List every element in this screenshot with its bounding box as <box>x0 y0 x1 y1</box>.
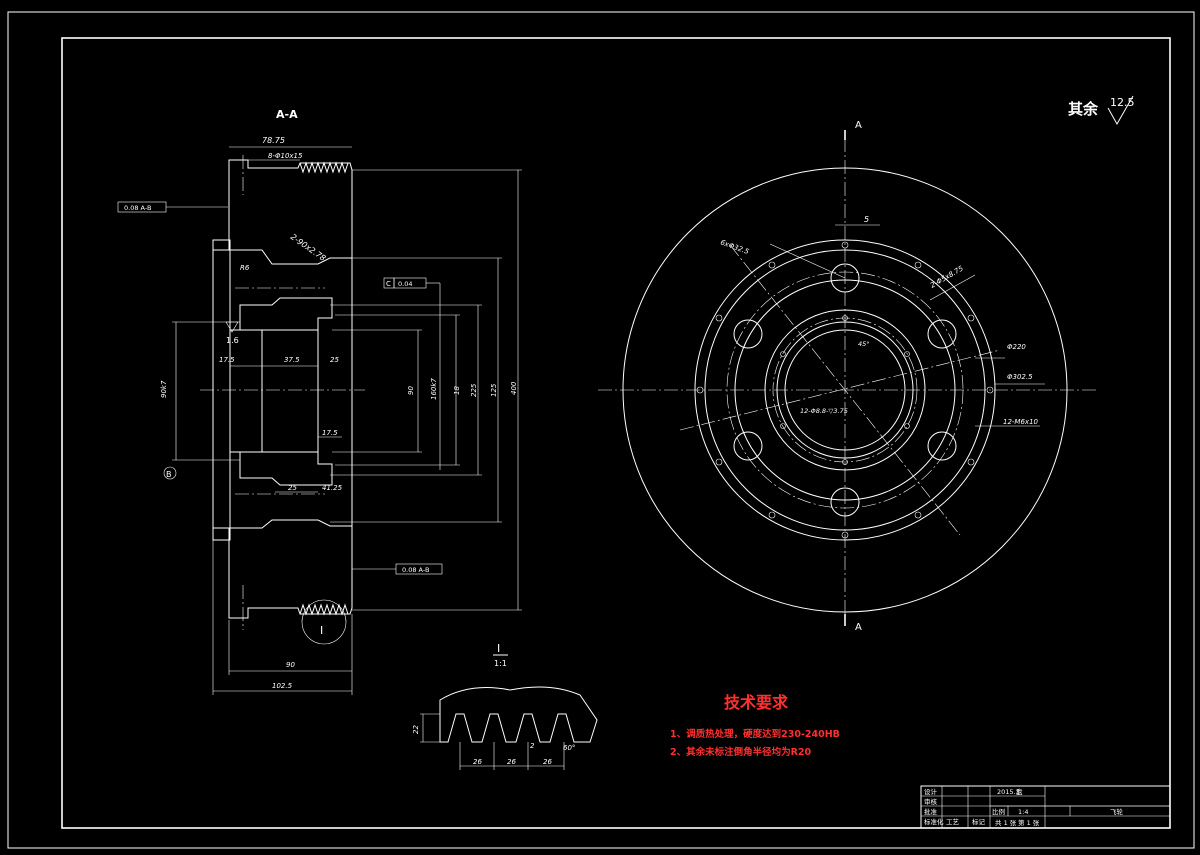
dim-25-bottom: 25 <box>288 484 297 492</box>
dim-rough-1-6: 1.6 <box>226 336 239 345</box>
section-a-bottom: A <box>855 622 862 633</box>
large-hole-5 <box>733 431 763 461</box>
roughness-value: 12.5 <box>1110 96 1135 109</box>
gear-teeth-top <box>299 161 349 174</box>
detail-dim-26c: 26 <box>543 758 552 766</box>
dim-5: 5 <box>864 215 869 224</box>
datum-b-label: B <box>166 470 172 479</box>
dim-w-102-5: 102.5 <box>272 682 293 690</box>
rough-1-6-symbol <box>225 321 239 333</box>
runout-bottom-text: 0.08 A-B <box>402 566 429 574</box>
runout-frame-bottom: 0.08 A-B <box>352 563 443 575</box>
lower-rim <box>228 519 353 619</box>
tech-requirements: 技术要求 1、调质热处理，硬度达到230-240HB 2、其余未标注倒角半径均为… <box>670 693 840 758</box>
dim-chamfer: 2-90x2.78 <box>289 232 328 263</box>
upper-rim <box>228 159 353 265</box>
dim-twelve-m: 12-M6x10 <box>1003 418 1039 426</box>
runout-top-text: 0.08 A-B <box>124 204 151 212</box>
dim-top-width: 78.75 <box>262 136 285 145</box>
detail-dim-2: 2 <box>530 742 535 750</box>
detail-scale: 1:1 <box>494 659 507 668</box>
section-a-top: A <box>855 120 862 131</box>
gear-teeth-bottom <box>299 603 349 616</box>
dim-160k7: 160k7 <box>430 378 438 400</box>
tb-scale: 1:4 <box>1018 808 1028 816</box>
detail-dim-26a: 26 <box>473 758 482 766</box>
lower-hub <box>239 451 333 486</box>
dim-holes: 8-Φ10x15 <box>268 152 303 160</box>
detail-circle-marker <box>301 599 347 645</box>
section-view: A-A 78.75 8-Φ10x15 <box>117 108 522 695</box>
dim-two-holes: 2-Φ5x8.75 <box>929 264 965 290</box>
tb-design: 设计 <box>924 787 938 796</box>
large-hole-6 <box>733 319 763 349</box>
dim-400: 400 <box>510 381 518 395</box>
large-hole-2 <box>927 319 957 349</box>
dim-17-5-small: 17.5 <box>322 429 338 437</box>
plan-view: A A 5 6xΦ32.5 2-Φ5x8.75 Φ220 Φ302.5 12-M… <box>598 120 1098 633</box>
dim-twelve-inner: 12-Φ8.8-▽3.75 <box>800 407 848 415</box>
dim-225-label: 225 <box>470 383 478 397</box>
dim-six-holes: 6xΦ32.5 <box>719 238 750 256</box>
detail-title: I <box>497 642 500 655</box>
outer-frame <box>7 11 1195 849</box>
tb-mark: 标记 <box>972 817 986 826</box>
dim-125: 125 <box>490 383 498 397</box>
dim-w-90: 90 <box>286 661 295 669</box>
roughness-symbol <box>1107 95 1134 126</box>
tb-scale-label: 比例 <box>992 807 1005 816</box>
large-hole-3 <box>927 431 957 461</box>
detail-marker-label: I <box>320 624 323 637</box>
tb-check: 审核 <box>924 797 938 806</box>
dim-37-5: 37.5 <box>284 356 300 364</box>
dim-d220: Φ220 <box>1007 343 1026 351</box>
plan-diag-2 <box>729 244 961 536</box>
dim-90: 90 <box>407 386 415 395</box>
flatness-value: 0.04 <box>398 280 412 288</box>
bore-outline <box>229 329 319 453</box>
runout-frame-top: 0.08 A-B <box>117 201 228 213</box>
section-title: A-A <box>276 108 298 121</box>
tech-item-2: 2、其余未标注倒角半径均为R20 <box>670 746 812 758</box>
datum-b-circle <box>163 466 177 480</box>
tech-item-1: 1、调质热处理，硬度达到230-240HB <box>670 728 840 740</box>
dim-d302-5: Φ302.5 <box>1007 373 1033 381</box>
tb-approve: 批准 <box>924 807 938 816</box>
plan-diag-1 <box>679 349 1001 431</box>
flatness-c-label: C <box>386 280 391 288</box>
vertical-dims <box>330 169 522 611</box>
flatness-frame-c: C 0.04 <box>383 277 441 470</box>
tb-drawing: 飞轮 <box>1110 807 1124 816</box>
dim-18: 18 <box>453 386 461 395</box>
inner-frame <box>61 37 1171 829</box>
tb-std: 标准化 <box>924 817 944 826</box>
dim-25-mid: 25 <box>330 356 339 364</box>
tb-date: 2015.3 <box>997 788 1020 796</box>
detail-outline <box>439 686 598 743</box>
dim-r6: R6 <box>240 264 250 272</box>
dim-41-25: 41.25 <box>322 484 343 492</box>
title-block: 设计 2015.3 盘 审核 批准 比例 1:4 飞轮 标准化 工艺 标记 共 … <box>920 785 1171 829</box>
tb-sheets: 共 1 张 <box>995 818 1017 827</box>
dim-90k7-left: 90k7 <box>160 380 168 398</box>
tb-tech: 工艺 <box>946 818 960 826</box>
tb-sheet: 第 1 张 <box>1018 818 1040 827</box>
detail-dim-26b: 26 <box>507 758 516 766</box>
bore-step <box>261 329 319 453</box>
upper-hub <box>239 297 333 331</box>
dim-17-5-left: 17.5 <box>219 356 235 364</box>
tech-title: 技术要求 <box>724 693 789 712</box>
tb-part: 盘 <box>1016 787 1023 796</box>
detail-angle: 60° <box>563 744 575 752</box>
detail-dim-22: 22 <box>412 725 420 734</box>
dim-angle: 45° <box>858 340 870 348</box>
roughness-label: 其余 <box>1068 100 1099 118</box>
detail-view: I 1:1 22 26 26 26 2 60° <box>412 642 598 770</box>
